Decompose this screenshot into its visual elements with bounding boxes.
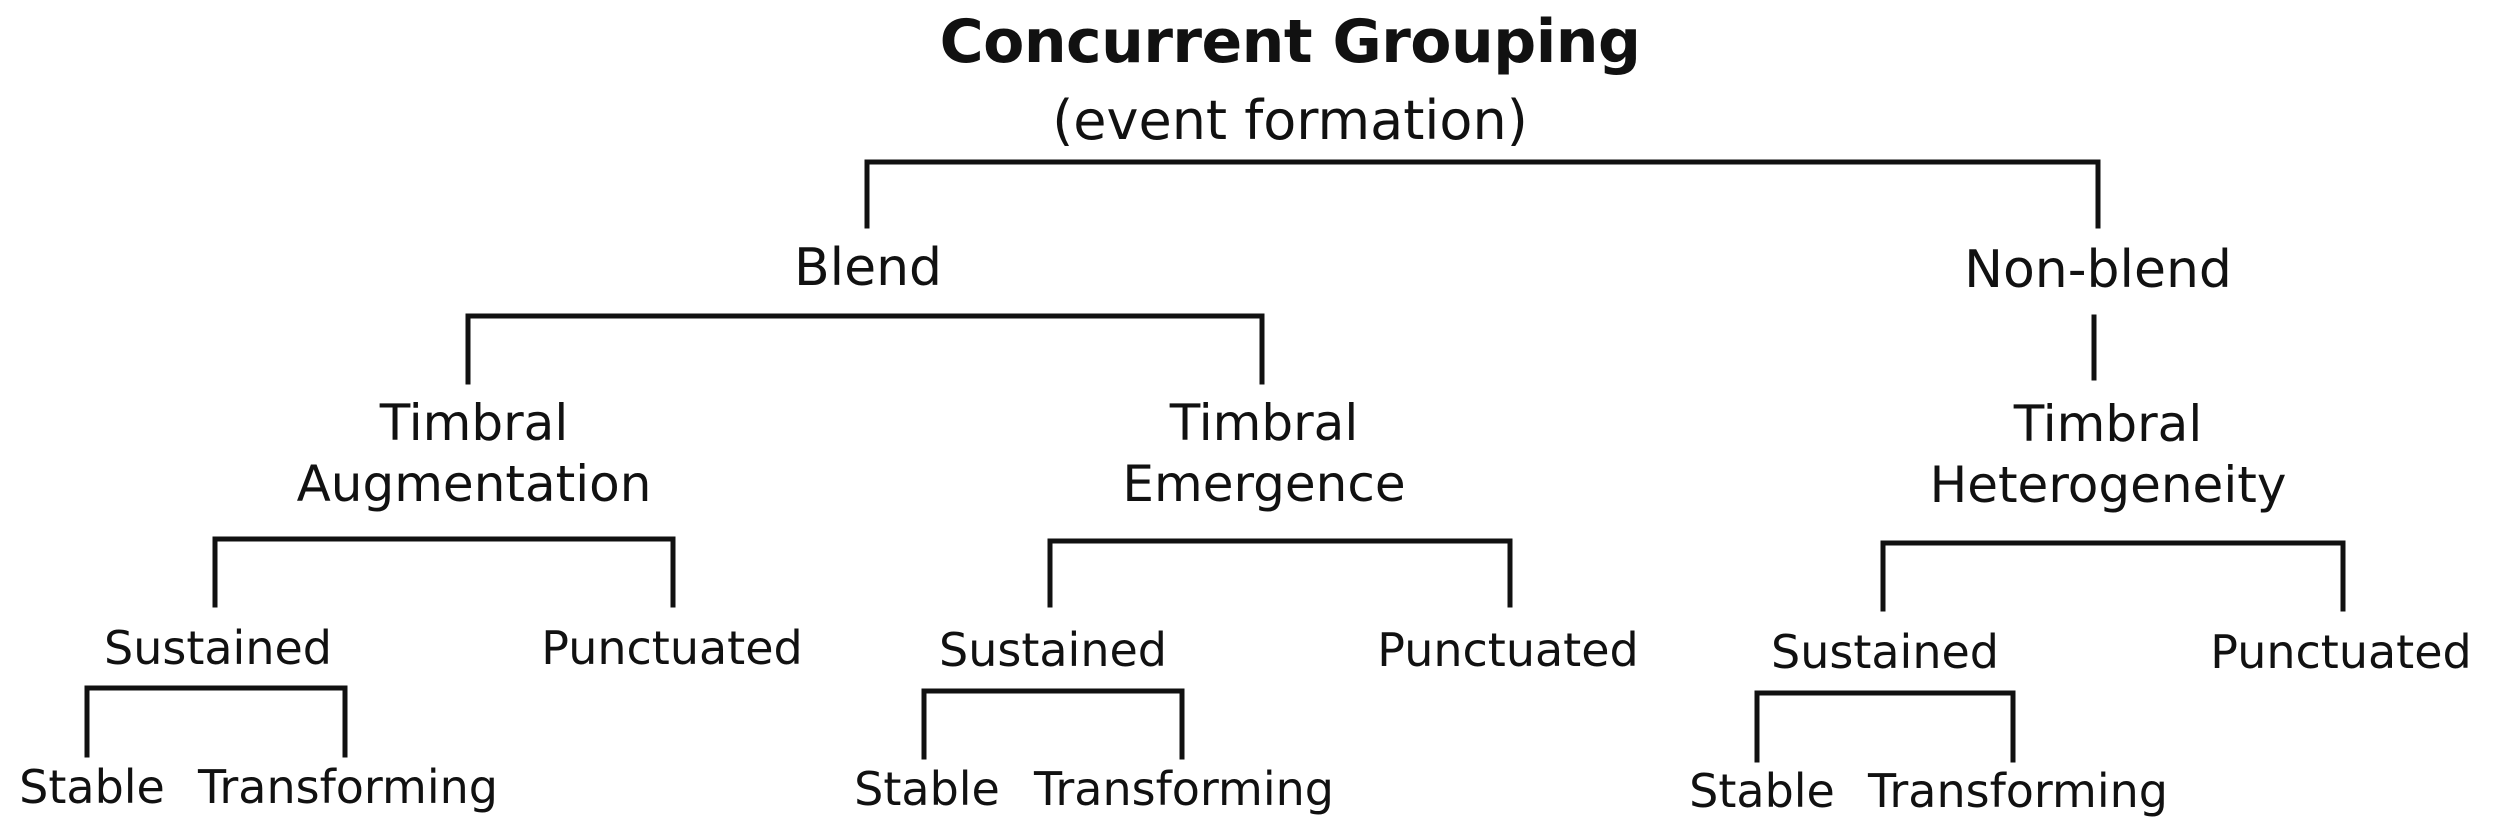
node-timbral-emergence: Timbral Emergence — [1122, 393, 1405, 515]
node-timbral-emergence-line2: Emergence — [1122, 455, 1406, 513]
node-timbral-augmentation-line2: Augmentation — [296, 455, 652, 513]
root-bracket — [864, 159, 2101, 229]
node-non-blend: Non-blend — [1964, 240, 2232, 300]
node-transforming-emergence: Transforming — [1034, 762, 1334, 816]
emergence-bracket — [1047, 538, 1513, 608]
node-sustained-augmentation: Sustained — [104, 621, 332, 675]
node-punctuated-augmentation: Punctuated — [541, 621, 803, 675]
node-timbral-augmentation-line1: Timbral — [379, 394, 569, 452]
node-timbral-heterogeneity-line1: Timbral — [2013, 395, 2203, 453]
heterogeneity-bracket — [1880, 540, 2346, 612]
node-timbral-augmentation: Timbral Augmentation — [297, 393, 652, 515]
diagram-title: Concurrent Grouping — [939, 7, 1641, 77]
blend-bracket — [465, 313, 1265, 385]
node-punctuated-heterogeneity: Punctuated — [2210, 625, 2472, 679]
diagram-subtitle: (event formation) — [1052, 89, 1528, 152]
node-transforming-heterogeneity: Transforming — [1868, 764, 2168, 818]
node-stable-augmentation: Stable — [19, 760, 165, 814]
augmentation-bracket — [212, 536, 676, 608]
node-timbral-emergence-line1: Timbral — [1169, 394, 1359, 452]
node-sustained-emergence: Sustained — [939, 623, 1167, 677]
node-timbral-heterogeneity-line2: Heterogeneity — [1929, 456, 2287, 514]
sustained-bracket-emergence — [921, 688, 1185, 760]
node-punctuated-emergence: Punctuated — [1377, 623, 1639, 677]
sustained-bracket-heterogeneity — [1754, 690, 2016, 763]
node-sustained-heterogeneity: Sustained — [1771, 625, 1999, 679]
node-stable-heterogeneity: Stable — [1689, 764, 1835, 818]
node-timbral-heterogeneity: Timbral Heterogeneity — [1930, 394, 2287, 516]
node-blend: Blend — [793, 238, 943, 298]
sustained-bracket-augmentation — [84, 685, 348, 758]
node-stable-emergence: Stable — [854, 762, 1000, 816]
node-transforming-augmentation: Transforming — [198, 760, 498, 814]
